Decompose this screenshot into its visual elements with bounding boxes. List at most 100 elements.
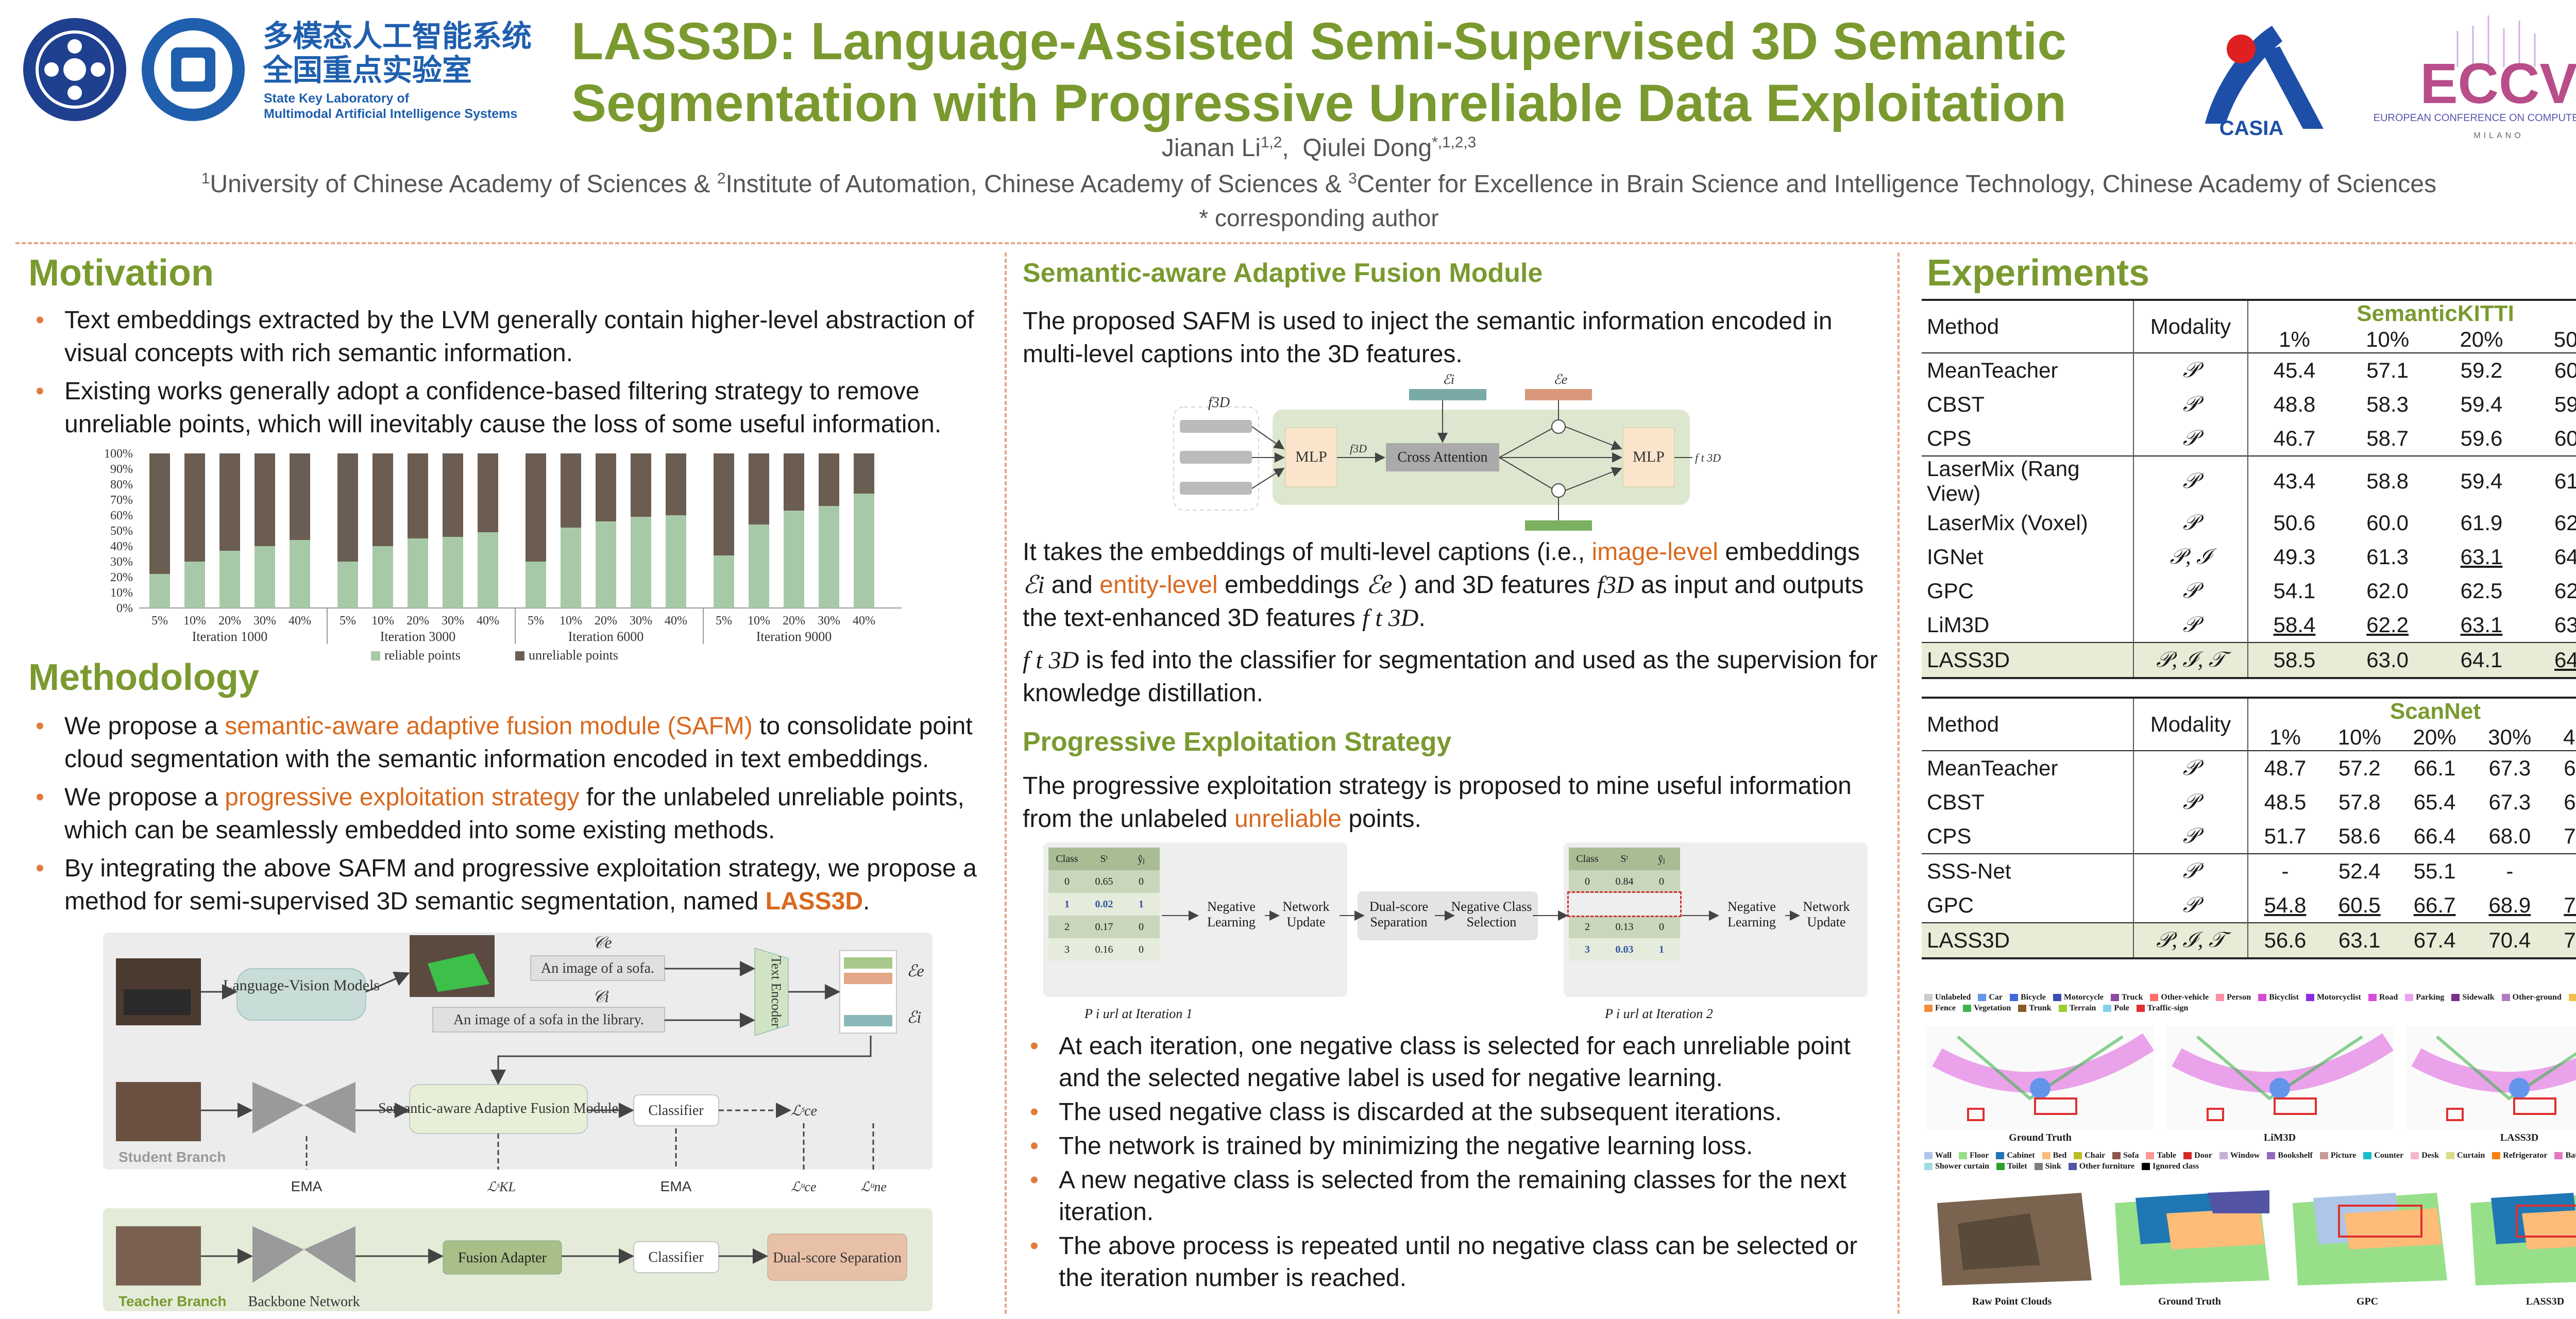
bar-reliable — [255, 546, 275, 608]
semantickitti-results-table: Method Modality SemanticKITTI 1% 10% 20%… — [1922, 299, 2576, 679]
table2-value-cell: 48.7 — [2247, 750, 2322, 785]
legend-entry: Curtain — [2446, 1150, 2485, 1161]
legend-swatch — [2319, 1152, 2328, 1159]
table1-value-cell: 60.0 — [2528, 352, 2576, 387]
table2-modality-cell: 𝒫 — [2133, 785, 2248, 819]
table1-method-cell: LaserMix (Rang View) — [1922, 455, 2133, 506]
table2-value-cell: 48.5 — [2247, 785, 2322, 819]
t1-cell: 3 — [1064, 943, 1070, 955]
table2-value-cell: 63.1 — [2321, 922, 2397, 959]
table1-value-cell: 58.3 — [2366, 392, 2409, 416]
legend-label: Bicyclist — [2269, 993, 2299, 1002]
legend-entry: Bicycle — [2010, 992, 2046, 1003]
table1-value-cell: 50.6 — [2247, 506, 2341, 540]
table1-value-cell: 64.5 — [2528, 642, 2576, 679]
table1-value-cell: 62.5 — [2460, 579, 2503, 603]
bar-unreliable — [337, 453, 358, 562]
legend-entry: Bed — [2042, 1150, 2067, 1161]
image-level-highlight: image-level — [1591, 538, 1718, 566]
lvm-label: Language-Vision Models — [223, 977, 380, 994]
table1-value-cell: 46.7 — [2247, 421, 2341, 456]
table1-modality-cell: 𝒫 — [2133, 455, 2248, 506]
safm-desc-ft: f t 3D — [1362, 604, 1419, 632]
legend-swatch — [2136, 1004, 2145, 1012]
lab-name-en-line1: State Key Laboratory of — [264, 91, 410, 106]
legend-label: Bed — [2053, 1151, 2067, 1160]
legend-swatch — [1924, 993, 1933, 1001]
bar-unreliable — [478, 453, 498, 532]
bar-unreliable — [749, 453, 769, 525]
eccv-logo-city: MILANO — [2473, 131, 2523, 140]
t1-cell: 0 — [1064, 875, 1070, 887]
loss-u-ne: ℒᵘne — [860, 1179, 887, 1194]
safm-desc-e: ) and 3D features — [1392, 571, 1597, 599]
table1-value-cell: 58.8 — [2341, 455, 2435, 506]
bar-unreliable — [149, 453, 170, 574]
bar-reliable — [478, 532, 498, 608]
legend-swatch — [1959, 1152, 1968, 1159]
t2-cell: 1 — [1659, 943, 1664, 955]
pes-intro: The progressive exploitation strategy is… — [1023, 770, 1888, 836]
t1-cell: 2 — [1064, 921, 1070, 933]
bar-reliable — [443, 537, 463, 608]
legend-swatch — [2074, 1152, 2082, 1159]
legend-label: Unlabeled — [1935, 993, 1971, 1002]
pes-title: Progressive Exploitation Strategy — [1023, 727, 1452, 757]
t1-cell: 0 — [1139, 943, 1144, 955]
bar-reliable — [714, 555, 734, 608]
ema-label-2: EMA — [660, 1178, 692, 1194]
safm-desc-f: as input and outputs the text-enhanced 3… — [1023, 571, 1864, 632]
t2-cell: 0.03 — [1615, 943, 1634, 955]
embedding-image-symbol: ℰi — [907, 1008, 921, 1026]
legend-swatch — [2451, 993, 2460, 1001]
table1-method-cell: MeanTeacher — [1922, 352, 2133, 387]
legend-entry: Floor — [1959, 1150, 1989, 1161]
x-tick-label: 10% — [748, 614, 770, 628]
table1-value-cell: 45.4 — [2247, 352, 2341, 387]
table2-value-cell: 56.6 — [2247, 922, 2322, 959]
t2-split-20pct: 20% — [2413, 725, 2456, 749]
eccv-logo-text: ECCV — [2420, 52, 2576, 115]
table2-modality-cell: 𝒫 — [2133, 750, 2248, 785]
scannet-caption-lass3d: LASS3D — [2526, 1296, 2565, 1307]
legend-label: Pole — [2114, 1004, 2129, 1012]
table1-value-cell: 63.1 — [2460, 545, 2503, 569]
scannet-raw-view: Raw Point Clouds — [1927, 1182, 2097, 1308]
legend-label: Bicycle — [2021, 993, 2046, 1002]
bar-reliable — [290, 540, 310, 608]
x-tick-label: 20% — [595, 614, 617, 628]
bar-unreliable — [443, 453, 463, 537]
x-tick-label: 5% — [716, 614, 732, 628]
table1-value-cell: 54.1 — [2247, 574, 2341, 608]
legend-label: Toilet — [2007, 1162, 2027, 1171]
legend-entry: Counter — [2363, 1150, 2403, 1161]
legend-swatch — [2216, 993, 2225, 1001]
legend-label: Curtain — [2457, 1151, 2485, 1160]
table2-value-cell: - — [2472, 853, 2548, 888]
group-label: Iteration 6000 — [568, 629, 644, 644]
legend-label: Traffic-sign — [2147, 1004, 2189, 1012]
bar-reliable — [526, 562, 546, 608]
safm-desc-Ee: ℰe — [1366, 571, 1393, 599]
table1-value-cell: 59.4 — [2434, 455, 2529, 506]
methodology-title: Methodology — [28, 657, 259, 698]
t2-split-40pct: 40% — [2563, 725, 2576, 749]
lab-name-cn-line2: 全国重点实验室 — [263, 54, 472, 87]
entity-level-highlight: entity-level — [1099, 571, 1218, 599]
legend-label: Car — [1989, 993, 2003, 1002]
eccv-logo-subtitle: EUROPEAN CONFERENCE ON COMPUTER VISION — [2374, 112, 2576, 124]
table2-method-cell: GPC — [1927, 893, 1974, 917]
x-tick-label: 5% — [528, 614, 544, 628]
table1-method-cell: CPS — [1927, 426, 1972, 450]
table1-value-cell: 64.8 — [2554, 545, 2576, 569]
safm-desc-d: embeddings — [1217, 571, 1366, 599]
kitti-caption-lass3d: LASS3D — [2500, 1132, 2539, 1143]
legend-label: Parking — [2416, 993, 2445, 1002]
legend-entry: Chair — [2074, 1150, 2105, 1161]
table1-value-cell: 58.4 — [2247, 608, 2341, 642]
safm-diagram: f3D MLP f3D Cross Attention ℰi ℰe MLP f … — [1173, 372, 1721, 531]
legend-label: Chair — [2084, 1151, 2106, 1160]
legend-label: Vegetation — [1973, 1004, 2011, 1012]
